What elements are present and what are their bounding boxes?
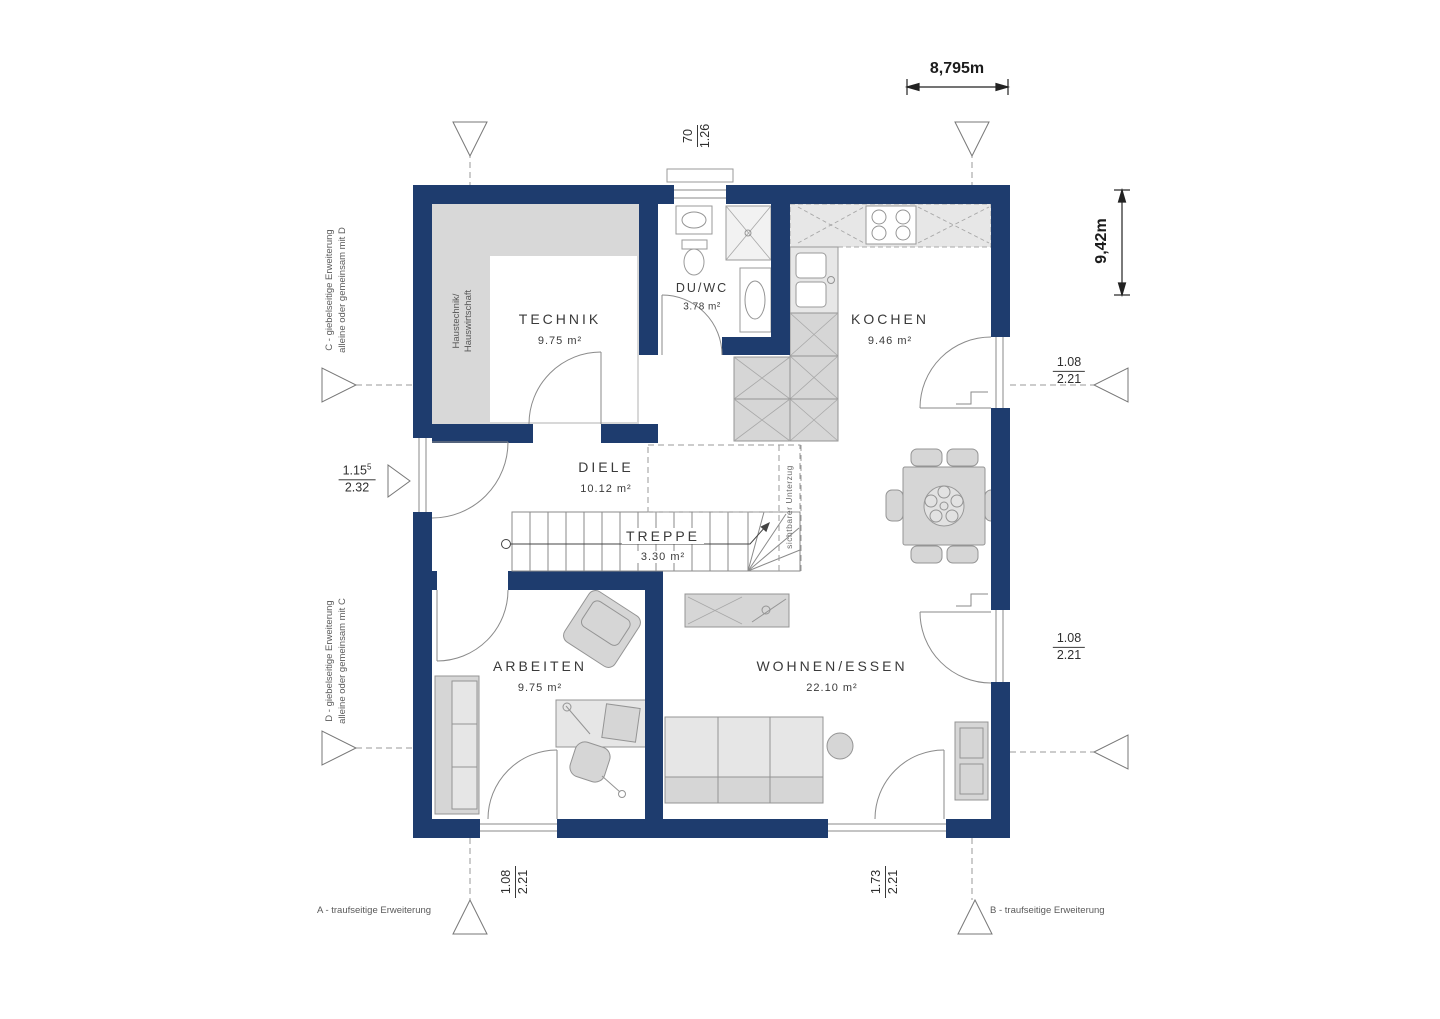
fraction-entrance: 1.155 2.32 <box>338 462 376 495</box>
room-area-wohnen: 22.10 m² <box>806 682 858 694</box>
marker-right-upper <box>1092 367 1129 403</box>
fraction-arbeiten-door: 1.08 2.21 <box>496 859 534 905</box>
marker-bottom-left <box>452 898 488 935</box>
bathroom-fixtures <box>675 205 772 333</box>
room-area-kochen: 9.46 m² <box>867 335 913 347</box>
windows <box>418 168 1004 832</box>
daybed <box>434 675 480 815</box>
marker-top-right <box>954 121 990 158</box>
table-plant <box>923 485 965 527</box>
extension-note-d: D - giebelseitige Erweiterung alleine od… <box>324 598 348 724</box>
marker-right-lower <box>1092 734 1129 770</box>
office-chair <box>569 741 626 798</box>
sofa <box>664 716 854 804</box>
exterior-walls <box>413 185 1010 838</box>
wc-toilet <box>681 239 708 250</box>
entrance-marker <box>387 464 411 498</box>
marker-top-left <box>452 121 488 158</box>
room-area-treppe: 3.30 m² <box>636 551 690 563</box>
room-area-technik: 9.75 m² <box>537 335 583 347</box>
armchair <box>563 590 641 668</box>
technik-floor <box>432 204 639 424</box>
kitchen-cabinets <box>789 312 839 442</box>
window-sill <box>666 168 734 183</box>
room-label-diele: DIELE <box>578 459 634 475</box>
extension-note-a: A - traufseitige Erweiterung <box>317 905 432 916</box>
room-label-arbeiten: ARBEITEN <box>492 658 588 674</box>
wardrobe <box>733 356 791 442</box>
room-area-duwc: 3.78 m² <box>683 301 721 313</box>
stairwell-void <box>647 444 802 571</box>
fraction-top-window: 70 1.26 <box>680 123 712 149</box>
room-label-treppe: TREPPE <box>621 528 705 544</box>
room-label-wohnen: WOHNEN/ESSEN <box>756 658 908 674</box>
room-area-arbeiten: 9.75 m² <box>517 682 563 694</box>
side-table <box>826 732 854 760</box>
marker-left-upper <box>321 367 358 403</box>
marker-bottom-right <box>957 898 993 935</box>
stair-walkline <box>501 522 770 549</box>
kitchen-sink <box>789 246 839 314</box>
fraction-terrace-door: 1.73 2.21 <box>866 859 904 905</box>
dimension-arrows <box>904 79 1130 298</box>
fraction-kitchen-door: 1.08 2.21 <box>1052 355 1086 387</box>
dining-set <box>885 448 1003 564</box>
extension-note-b: B - traufseitige Erweiterung <box>990 905 1105 916</box>
lowboard <box>684 593 790 628</box>
dimension-height: 9,42m <box>1093 218 1110 264</box>
kitchen-counter <box>789 203 992 248</box>
tv <box>751 598 787 623</box>
doors <box>431 294 992 820</box>
section-markers <box>321 121 1129 935</box>
room-area-diele: 10.12 m² <box>580 483 632 495</box>
room-label-kochen: KOCHEN <box>851 311 929 327</box>
desk <box>555 699 647 748</box>
dimension-width: 8,795m <box>929 60 985 77</box>
room-label-duwc: DU/WC <box>675 281 729 295</box>
beam-note: sichtbarer Unterzug <box>784 465 794 549</box>
stove <box>865 205 917 245</box>
extension-note-c: C - giebelseitige Erweiterung alleine od… <box>324 227 348 353</box>
marker-left-lower <box>321 730 358 766</box>
fraction-living-door: 1.08 2.21 <box>1052 631 1086 663</box>
room-label-technik: TECHNIK <box>518 311 602 327</box>
interior-walls <box>413 185 790 819</box>
sideboard <box>954 721 989 801</box>
floor-level-symbols <box>956 391 988 607</box>
haustechnik-note: Haustechnik/ Hauswirtschaft <box>451 289 474 353</box>
washbasin <box>675 205 713 235</box>
